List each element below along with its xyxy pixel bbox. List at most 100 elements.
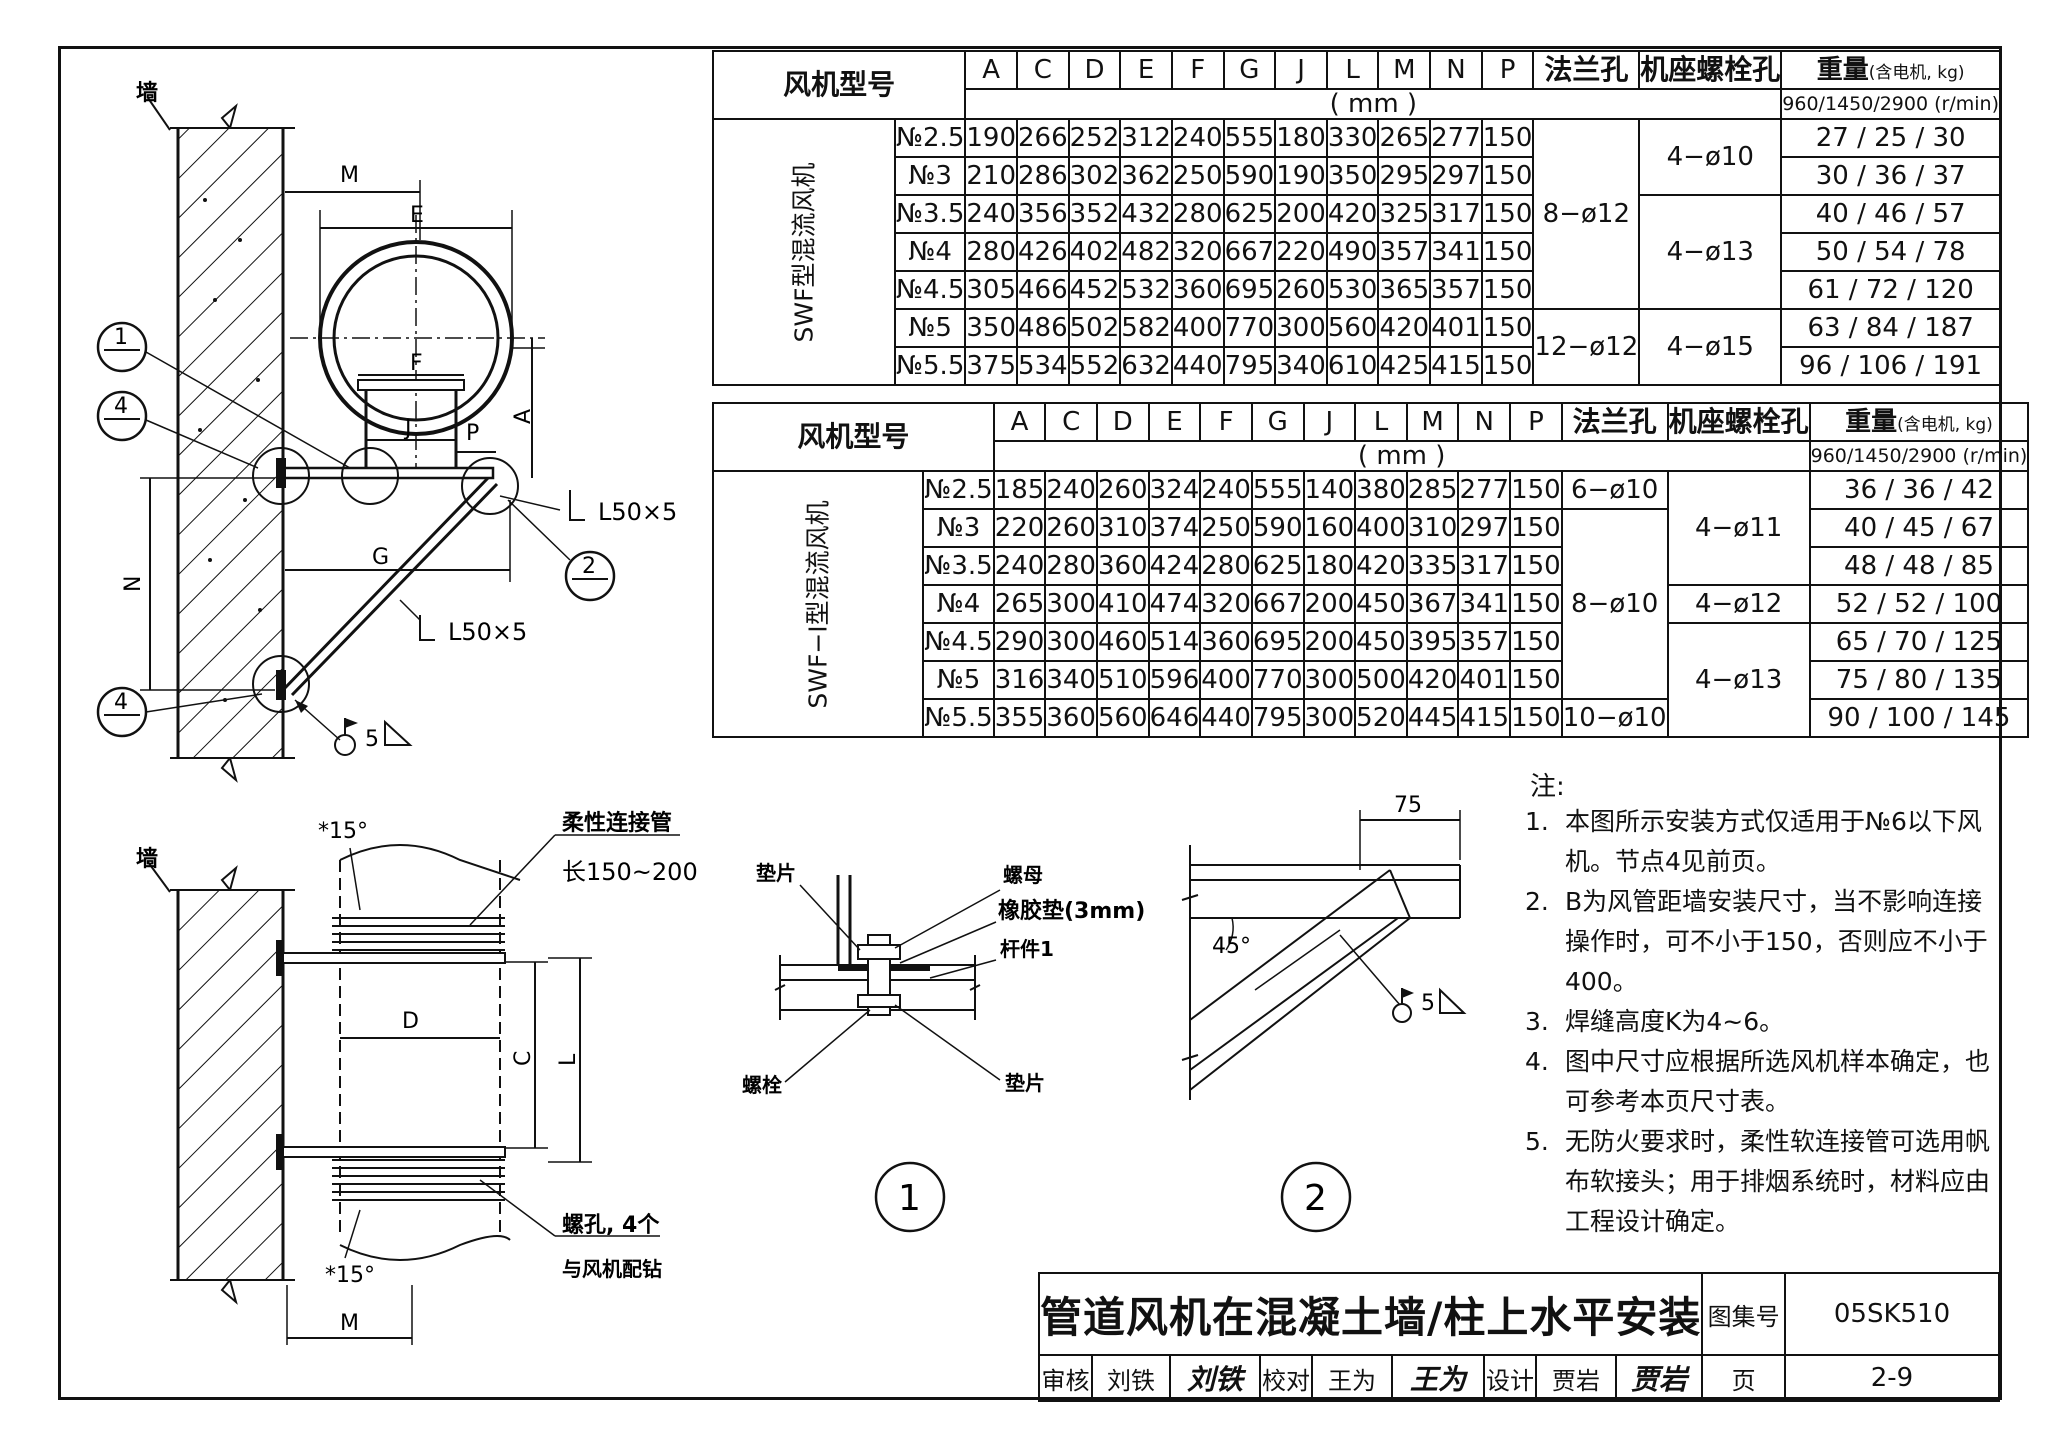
dim-header: F (1199, 402, 1253, 442)
angle-label-1: L50×5 (598, 498, 677, 526)
value-cell: 532 (1119, 270, 1173, 310)
value-cell: 302 (1067, 156, 1122, 196)
dim-header: C (1044, 402, 1098, 442)
value-cell: 280 (1044, 546, 1098, 586)
checker-signature: 王为 (1392, 1356, 1485, 1400)
callout-4a (96, 390, 259, 469)
value-cell: 150 (1509, 470, 1563, 510)
value-cell: 280 (1199, 546, 1253, 586)
model-cell: №5.5 (922, 698, 995, 738)
base-bolt-header: 机座螺栓孔 (1638, 50, 1783, 90)
value-cell: 452 (1067, 270, 1122, 310)
flange-cell: 10−ø10 (1560, 698, 1669, 738)
value-cell: 424 (1147, 546, 1202, 586)
duct-section (290, 215, 545, 470)
value-cell: 150 (1509, 508, 1563, 548)
note-number: 2. (1525, 887, 1549, 916)
value-cell: 795 (1250, 698, 1305, 738)
review-label: 审核 (1040, 1356, 1093, 1400)
value-cell: 426 (1016, 232, 1070, 272)
value-cell: 360 (1170, 270, 1225, 310)
weight-header-note: (含电机, kg) (1897, 415, 1993, 435)
value-cell: 252 (1067, 118, 1122, 158)
flex-pipe-label: 柔性连接管 (562, 810, 672, 836)
weight-cell: 27 / 25 / 30 (1780, 118, 2001, 158)
callout-4a-text: 4 (114, 394, 128, 419)
weight-cell: 48 / 48 / 85 (1808, 546, 2030, 586)
dim-header: L (1325, 50, 1380, 90)
dim-header: F (1170, 50, 1225, 90)
value-cell: 250 (1170, 156, 1225, 196)
weld-size-top: 5 (365, 727, 379, 752)
value-cell: 560 (1325, 308, 1380, 348)
anchor-bottom (276, 670, 286, 700)
value-cell: 490 (1325, 232, 1380, 272)
value-cell: 482 (1119, 232, 1173, 272)
dim-header: J (1302, 402, 1357, 442)
weight-cell: 40 / 46 / 57 (1780, 194, 2001, 234)
flange-header: 法兰孔 (1560, 402, 1669, 442)
value-cell: 295 (1377, 156, 1432, 196)
weight-header: 重量(含电机, kg) (1808, 402, 2030, 442)
dim-header: N (1429, 50, 1483, 90)
detail1-washer-bottom: 垫片 (1005, 1071, 1045, 1095)
dim-header: D (1095, 402, 1150, 442)
value-cell: 367 (1405, 584, 1460, 624)
callout-1 (96, 321, 351, 469)
value-cell: 356 (1016, 194, 1070, 234)
note-text: B为风管距墙安装尺寸，当不影响连接操作时，可不小于150，否则应不小于400。 (1565, 887, 1988, 996)
value-cell: 312 (1119, 118, 1173, 158)
model-cell: №3 (922, 508, 995, 548)
value-cell: 310 (1095, 508, 1150, 548)
value-cell: 582 (1119, 308, 1173, 348)
detail-circle-4a (252, 447, 310, 505)
note-text: 本图所示安装方式仅适用于№6以下风机。节点4见前页。 (1565, 807, 1982, 876)
value-cell: 297 (1429, 156, 1483, 196)
value-cell: 695 (1222, 270, 1277, 310)
note-item: 5.无防火要求时，柔性软连接管可选用帆布软接头；用于排烟系统时，材料应由工程设计… (1525, 1122, 1995, 1242)
base-bolt-cell: 4−ø10 (1638, 118, 1783, 196)
value-cell: 330 (1325, 118, 1380, 158)
value-cell: 380 (1354, 470, 1408, 510)
value-cell: 350 (1325, 156, 1380, 196)
value-cell: 300 (1274, 308, 1328, 348)
value-cell: 240 (964, 194, 1018, 234)
flange-cell: 8−ø10 (1560, 508, 1669, 700)
value-cell: 240 (1199, 470, 1253, 510)
value-cell: 341 (1457, 584, 1512, 624)
model-cell: №5 (893, 308, 967, 348)
value-cell: 450 (1354, 584, 1408, 624)
value-cell: 220 (1274, 232, 1328, 272)
atlas-no: 05SK510 (1783, 1272, 2001, 1356)
model-cell: №5 (922, 660, 995, 700)
weight-header-text: 重量 (1816, 55, 1869, 85)
value-cell: 667 (1222, 232, 1277, 272)
value-cell: 305 (964, 270, 1018, 310)
note-number: 3. (1525, 1007, 1549, 1036)
value-cell: 357 (1457, 622, 1512, 662)
value-cell: 220 (992, 508, 1047, 548)
value-cell: 260 (1095, 470, 1150, 510)
base-bolt-cell: 4−ø15 (1638, 308, 1783, 386)
anchor-top (276, 458, 286, 488)
value-cell: 180 (1274, 118, 1328, 158)
value-cell: 625 (1222, 194, 1277, 234)
value-cell: 240 (1044, 470, 1098, 510)
model-cell: №3 (893, 156, 967, 196)
callout-4b-text: 4 (114, 690, 128, 715)
detail1-rubber-pad: 橡胶垫(3mm) (998, 898, 1145, 924)
value-cell: 150 (1480, 156, 1535, 196)
value-cell: 357 (1429, 270, 1483, 310)
series-label: SWF−Ⅰ型混流风机 (711, 470, 925, 738)
flange-header: 法兰孔 (1532, 50, 1641, 90)
value-cell: 460 (1095, 622, 1150, 662)
callout-4b (96, 686, 263, 738)
unit-row: ( mm ) (992, 440, 1811, 472)
value-cell: 300 (1044, 622, 1098, 662)
model-cell: №3.5 (922, 546, 995, 586)
value-cell: 420 (1377, 308, 1432, 348)
atlas-no-label: 图集号 (1701, 1272, 1786, 1356)
